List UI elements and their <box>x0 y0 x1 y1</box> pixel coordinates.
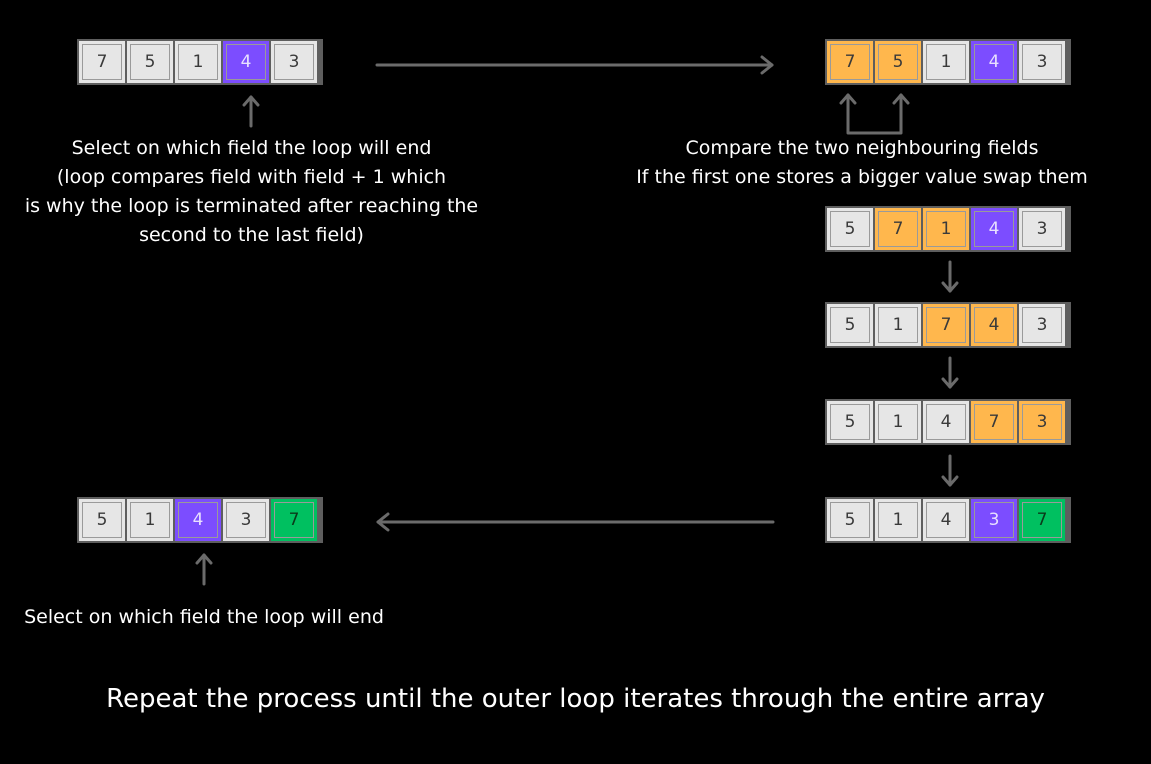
caption-line: second to the last field) <box>139 224 364 246</box>
array-cell: 7 <box>1019 499 1065 541</box>
array-cell: 4 <box>923 499 969 541</box>
array-cell: 1 <box>127 499 173 541</box>
array-cell: 3 <box>271 41 317 83</box>
array-cell: 1 <box>875 499 921 541</box>
array-cell: 5 <box>127 41 173 83</box>
caption-line: Select on which field the loop will end <box>71 137 432 159</box>
array-cell: 5 <box>875 41 921 83</box>
array-cell: 5 <box>79 499 125 541</box>
arrow-left-icon <box>376 512 775 532</box>
array-cell: 4 <box>175 499 221 541</box>
array-cell: 1 <box>875 304 921 346</box>
array-cell: 4 <box>971 208 1017 250</box>
caption-line: If the first one stores a bigger value s… <box>636 166 1088 188</box>
compare-bracket-icon <box>839 93 910 135</box>
arrow-down-icon <box>941 356 959 389</box>
array-cell: 7 <box>827 41 873 83</box>
arrow-down-icon <box>941 260 959 293</box>
arrow-up-icon <box>242 95 260 128</box>
array-cell: 4 <box>971 41 1017 83</box>
footer-caption: Repeat the process until the outer loop … <box>106 684 1045 714</box>
array-cell: 1 <box>175 41 221 83</box>
array-cell: 3 <box>223 499 269 541</box>
array-cell: 1 <box>923 41 969 83</box>
array-cell: 5 <box>827 401 873 443</box>
array-cell: 4 <box>923 401 969 443</box>
arrow-up-icon <box>195 553 213 586</box>
caption-line: Compare the two neighbouring fields <box>685 137 1039 159</box>
array-cell: 1 <box>875 401 921 443</box>
array-cell: 3 <box>1019 41 1065 83</box>
caption-compare: Compare the two neighbouring fields If t… <box>612 134 1112 192</box>
array-cell: 3 <box>1019 401 1065 443</box>
array-cell: 7 <box>971 401 1017 443</box>
array-cell: 7 <box>875 208 921 250</box>
array-cell: 3 <box>1019 304 1065 346</box>
array-cell: 5 <box>827 304 873 346</box>
array-cell: 4 <box>971 304 1017 346</box>
arrow-right-icon <box>375 55 774 75</box>
array-cell: 5 <box>827 499 873 541</box>
caption-line: (loop compares field with field + 1 whic… <box>56 166 447 188</box>
array-cell: 3 <box>971 499 1017 541</box>
array-cell: 5 <box>827 208 873 250</box>
caption-select-end-short: Select on which field the loop will end <box>24 606 384 628</box>
caption-select-end: Select on which field the loop will end … <box>0 134 503 250</box>
array-cell: 7 <box>79 41 125 83</box>
caption-line: is why the loop is terminated after reac… <box>24 195 479 217</box>
array-cell: 7 <box>923 304 969 346</box>
arrow-down-icon <box>941 454 959 487</box>
array-cell: 3 <box>1019 208 1065 250</box>
array-cell: 1 <box>923 208 969 250</box>
array-cell: 7 <box>271 499 317 541</box>
array-cell: 4 <box>223 41 269 83</box>
